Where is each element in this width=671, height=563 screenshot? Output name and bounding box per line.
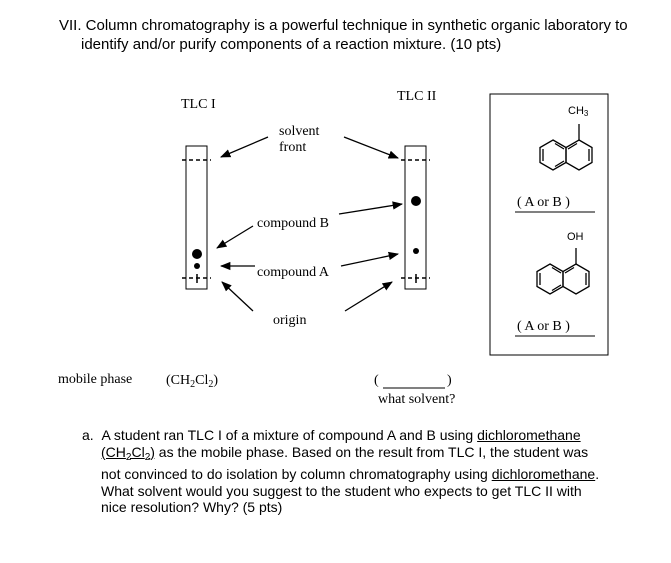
part-a-line-5: nice resolution? Why? (5 pts) [101, 499, 283, 515]
tlc1-label: TLC I [181, 97, 216, 112]
question-line-2: identify and/or purify components of a r… [81, 36, 502, 53]
formula-part: (CH [166, 373, 191, 388]
methylnaphthalene-structure [539, 124, 593, 171]
part-a-line-4: What solvent would you suggest to the st… [101, 482, 582, 499]
part-a-line-2: (CH2Cl2) as the mobile phase. Based on t… [82, 444, 642, 467]
underlined-term: dichloromethane [491, 466, 596, 482]
origin-label: origin [273, 313, 307, 328]
blank-open-paren: ( [374, 373, 379, 388]
spot-b-tlc2 [411, 196, 421, 206]
formula-part: Cl [131, 443, 145, 460]
formula-part: (CH [101, 443, 126, 460]
compound-b-label: compound B [257, 216, 329, 231]
bottom-choice-label: ( A or B ) [517, 319, 570, 334]
question-line-1: VII. Column chromatography is a powerful… [59, 17, 628, 34]
solvent-front-label: solvent front [279, 124, 319, 156]
part-a-text: not convinced to do isolation by column … [101, 466, 492, 482]
tlc2-label: TLC II [397, 89, 437, 104]
tlc-plate-2 [401, 145, 430, 290]
formula-subscript: 2 [208, 379, 214, 390]
question-heading: VII. Column chromatography is a powerful… [59, 16, 628, 54]
formula-part: ) [150, 443, 155, 460]
part-a-prefix: a. [82, 427, 94, 443]
part-a-text: A student ran TLC I of a mixture of comp… [101, 427, 478, 443]
underlined-term: dichloromethane [477, 427, 581, 443]
formula-subscript: 2 [190, 379, 196, 390]
what-solvent-label: what solvent? [378, 392, 456, 407]
spot-b-tlc1 [192, 249, 202, 259]
part-a-question: a. A student ran TLC I of a mixture of c… [82, 427, 642, 516]
mobile-phase-label: mobile phase [58, 372, 133, 387]
pointer-arrows [216, 136, 404, 312]
naphthol-structure [536, 248, 590, 295]
structures-box [489, 93, 609, 356]
spot-a-tlc1 [194, 263, 200, 269]
tlc-plate-1 [182, 145, 211, 290]
part-a-line-3: not convinced to do isolation by column … [82, 466, 642, 483]
part-a-text: as the mobile phase. Based on the result… [154, 443, 589, 460]
tlc1-mobile-phase: (CH2Cl2) [166, 373, 218, 393]
formula-part: ) [213, 373, 219, 388]
formula-subscript: 2 [125, 451, 132, 463]
top-choice-label: ( A or B ) [517, 195, 570, 210]
part-a-text: . [595, 466, 600, 482]
ch3-substituent-label: CH3 [568, 105, 588, 118]
oh-substituent-label: OH [567, 231, 584, 243]
compound-a-label: compound A [257, 265, 329, 280]
solvent-label: solvent [279, 124, 320, 139]
underlined-formula: (CH2Cl2) [101, 443, 155, 463]
formula-part: Cl [195, 373, 209, 388]
ch3-subscript: 3 [583, 109, 589, 118]
blank-close-paren: ) [447, 373, 452, 388]
ch-text: CH [568, 105, 584, 117]
spot-a-tlc2 [413, 248, 419, 254]
front-label: front [279, 140, 307, 155]
formula-subscript: 2 [144, 451, 151, 463]
